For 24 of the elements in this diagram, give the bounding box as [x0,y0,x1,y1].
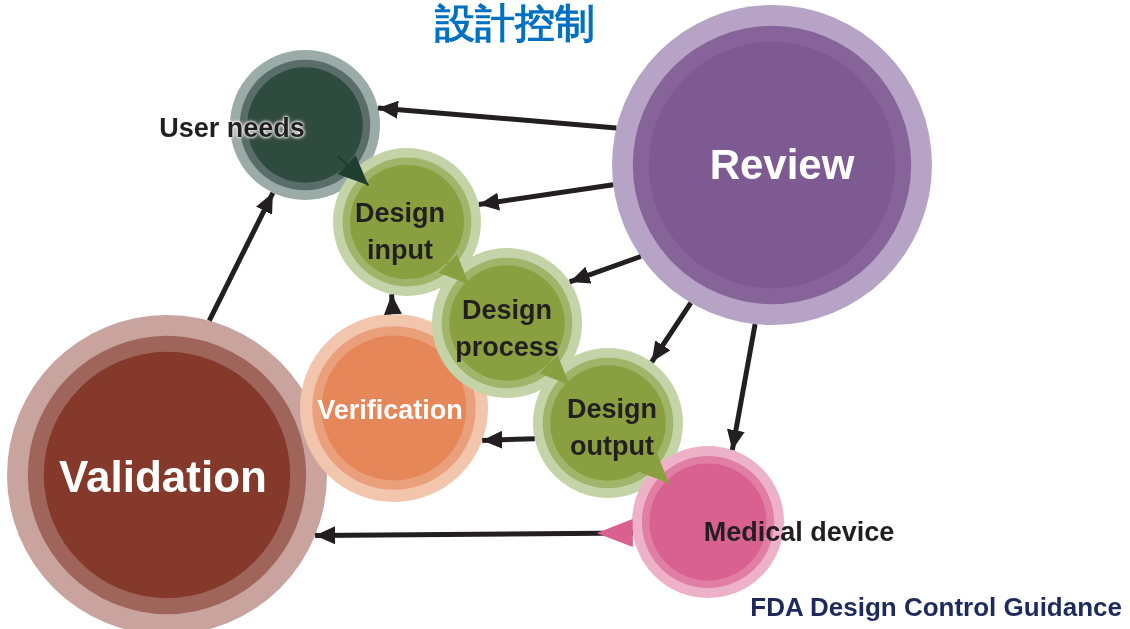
circle-node [432,248,582,398]
circle-node [333,148,481,296]
node-label: Design input [354,197,446,267]
node-label: Review [709,140,855,191]
title: 設計控制 [434,0,596,46]
arrow [383,294,402,315]
arrow [377,100,617,131]
pointer-arrow [437,252,470,286]
node-label: Verification [317,393,463,427]
arrow [482,430,535,449]
arrow [727,323,758,451]
pointer-arrow [336,155,370,187]
pointer-arrow [638,453,671,485]
node-label: Design process [454,294,560,364]
caption: FDA Design Control Guidance [750,592,1122,623]
arrow [478,182,614,211]
node-label: Design output [566,393,658,463]
arrow [315,518,633,547]
pointer-arrow [538,353,571,386]
arrow [649,301,693,364]
arrow [568,254,642,285]
arrow [207,191,276,322]
circle-node [612,5,932,325]
node-label: Validation [59,451,267,504]
